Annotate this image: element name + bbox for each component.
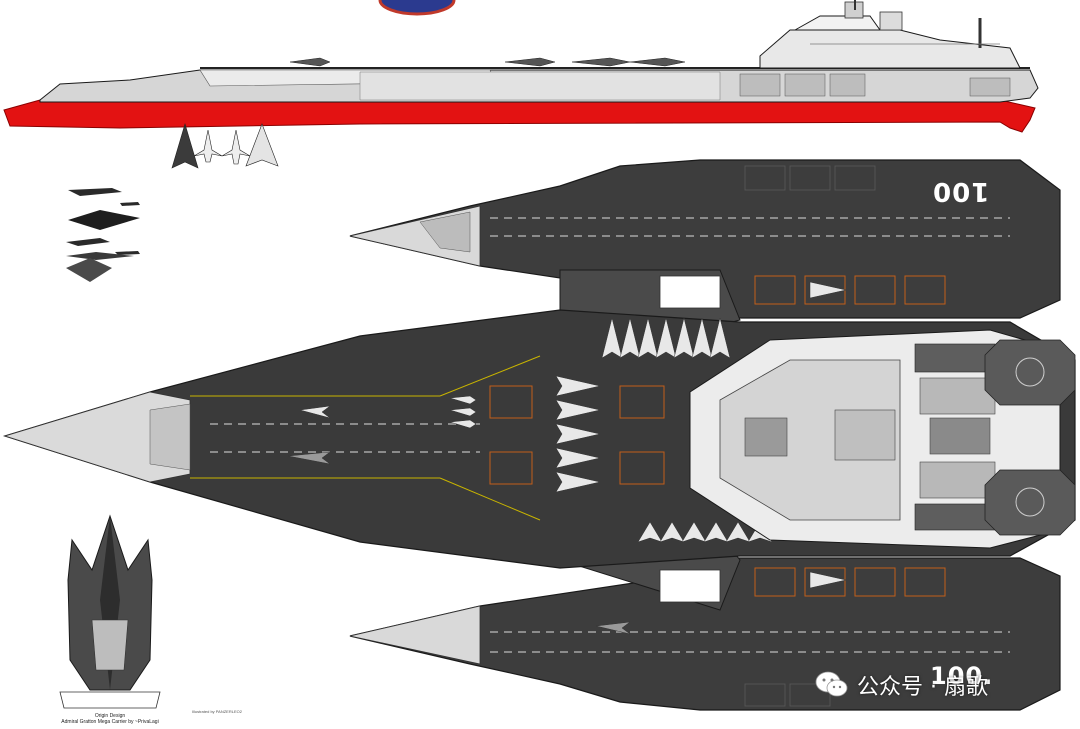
wechat-icon	[815, 671, 848, 697]
island	[759, 0, 1021, 69]
top-view	[2, 159, 1076, 711]
hull-number-top: 100	[932, 176, 990, 206]
hull-number-bottom: 100.	[930, 662, 994, 690]
origin-design-drawing	[59, 514, 161, 709]
aircraft-lineup-row	[171, 122, 279, 169]
origin-caption-credit: Admiral Gratton Mega Carrier by ~PrivaLa…	[61, 719, 159, 726]
watermark: 公众号 · 扇歌	[815, 668, 988, 702]
origin-caption-title: Origin Design	[94, 713, 126, 719]
superstructure	[689, 329, 1076, 549]
watermark-text: 公众号 · 扇歌	[857, 675, 988, 700]
parked-aircraft	[287, 281, 847, 635]
aircraft-side-views	[66, 188, 140, 282]
illustrator-credit: Illustrated by PANZERLEO2	[192, 709, 242, 714]
waterline-hull	[3, 99, 1036, 133]
origin-caption: Origin Design Admiral Gratton Mega Carri…	[55, 713, 165, 726]
emblem	[378, 0, 456, 16]
side-profile	[3, 0, 1039, 133]
